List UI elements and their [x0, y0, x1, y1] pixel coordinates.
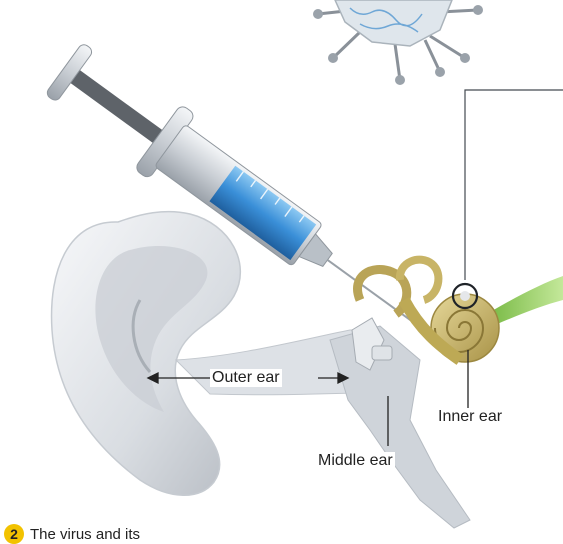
- inner-ear-label: Inner ear: [436, 408, 504, 426]
- middle-ear-label: Middle ear: [316, 452, 395, 470]
- step-badge: 2: [4, 524, 24, 544]
- cochlea-icon: [352, 260, 499, 370]
- caption: 2 The virus and its: [4, 524, 140, 544]
- callout-circle-icon: [453, 90, 563, 308]
- outer-ear-label: Outer ear: [210, 369, 282, 387]
- caption-text: The virus and its: [30, 526, 140, 543]
- virus-icon: [313, 0, 483, 85]
